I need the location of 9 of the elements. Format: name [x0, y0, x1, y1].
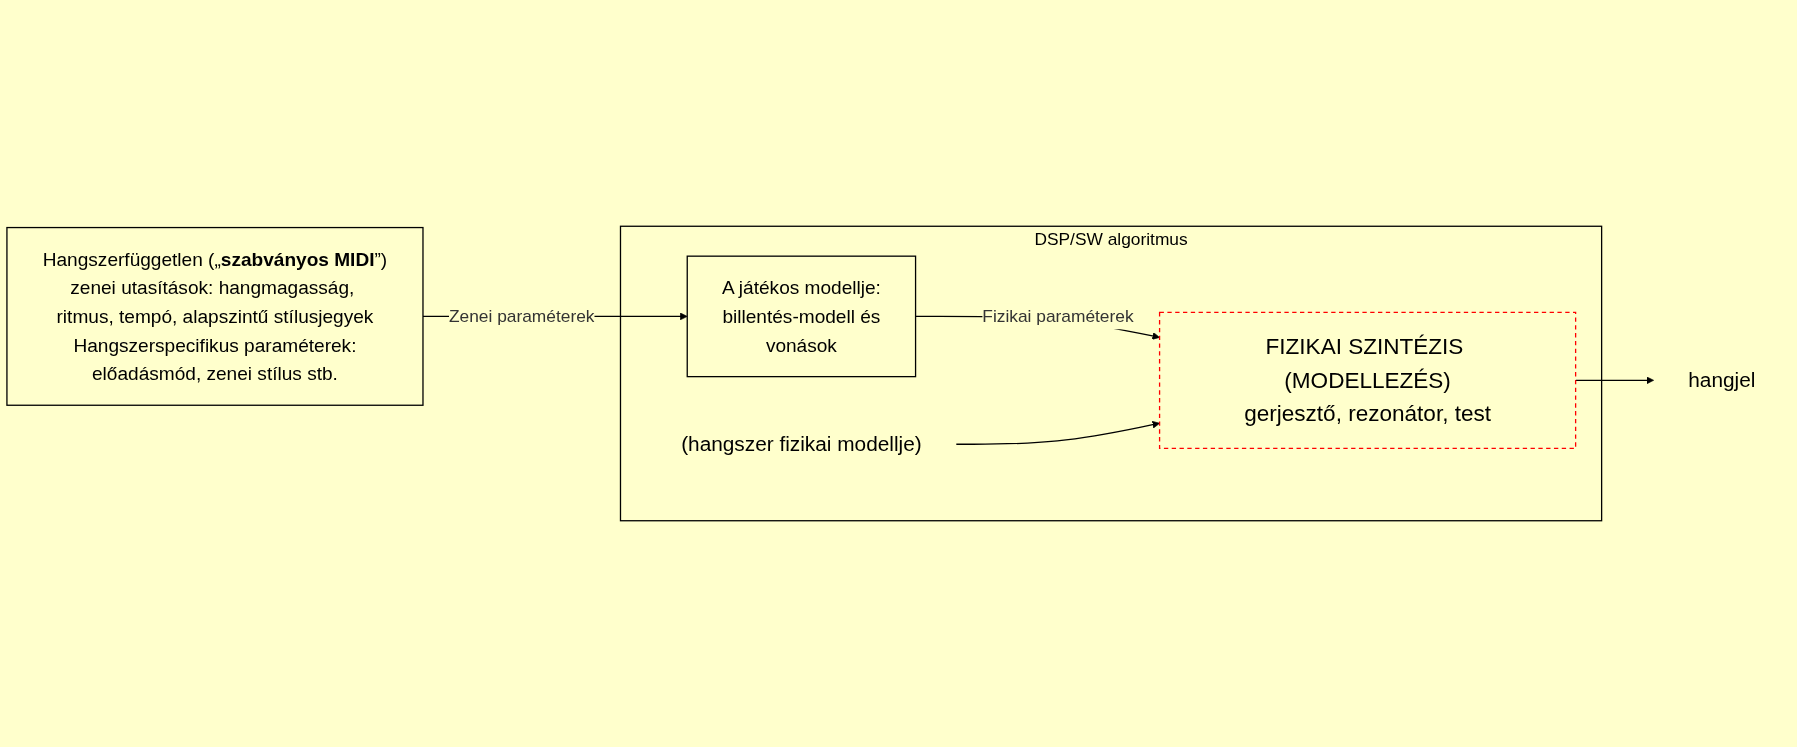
node-box: A játékos modellje: billentés-modell és vonások — [686, 255, 917, 378]
arrow — [955, 420, 1160, 445]
arrow — [1575, 376, 1654, 385]
node-text: (hangszer fizikai modellje) — [681, 432, 922, 456]
node-text: hangjel — [1688, 368, 1756, 392]
edge-label: Fizikai paraméterek — [982, 306, 1134, 326]
node-box: Hangszerfüggetlen („szabványos MIDI”) zenei utasítások: hangmagasság, ritmus, tempó, alapszintű stílusjegyek Hangszerspecifikus paraméterek: előadásmód, zenei stílus stb. — [6, 226, 424, 406]
node-box: FIZIKAI SZINTÉZIS (MODELLEZÉS) gerjesztő, rezonátor, test — [1158, 311, 1577, 449]
edge-label: Zenei paraméterek — [448, 306, 595, 326]
